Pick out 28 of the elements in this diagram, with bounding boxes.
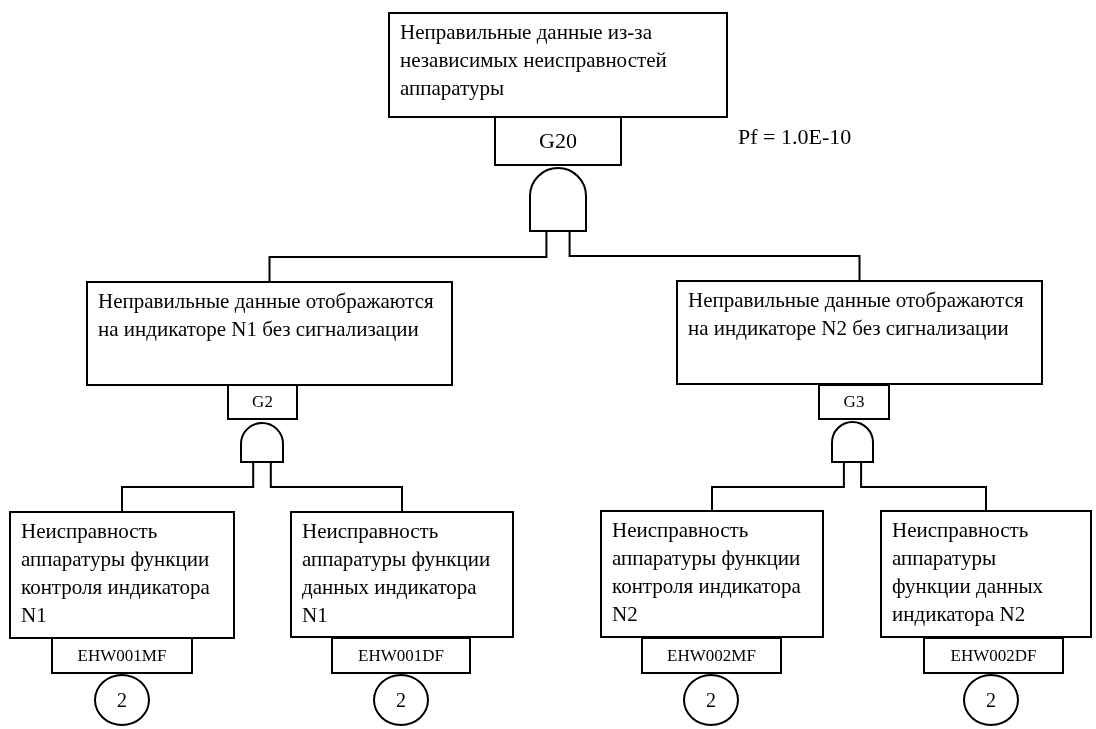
and-gate-symbol [529,167,587,231]
transfer-circle: 2 [94,674,150,726]
connector-line [860,461,987,511]
identifier-box: EHW001DF [331,637,471,674]
event-box: Неисправность аппаратуры функции данных индикатора N1 [290,511,514,638]
identifier-box: EHW001MF [51,637,193,674]
connector-line [268,230,548,282]
event-box: Неисправность аппаратуры функции данных индикатора N2 [880,510,1092,638]
connector-line [121,461,255,512]
event-box: Неправильные данные из-за независимых неисправностей аппаратуры [388,12,728,118]
identifier-box: G2 [227,384,298,420]
connector-line [269,461,403,512]
event-box: Неправильные данные отображаются на индикаторе N1 без сигнализации [86,281,453,386]
identifier-box: G3 [818,384,890,420]
identifier-box: G20 [494,116,622,166]
and-gate-symbol [240,422,284,462]
event-box: Неисправность аппаратуры функции контроля индикатора N1 [9,511,235,639]
and-gate-symbol [831,421,874,462]
event-box: Неисправность аппаратуры функции контроля индикатора N2 [600,510,824,638]
connector-line [711,461,845,511]
probability-note: Pf = 1.0E-10 [738,124,852,150]
transfer-circle: 2 [373,674,429,726]
identifier-box: EHW002DF [923,637,1064,674]
event-box: Неправильные данные отображаются на индикаторе N2 без сигнализации [676,280,1043,385]
transfer-circle: 2 [963,674,1019,726]
transfer-circle: 2 [683,674,739,726]
identifier-box: EHW002MF [641,637,782,674]
connector-line [568,230,861,281]
